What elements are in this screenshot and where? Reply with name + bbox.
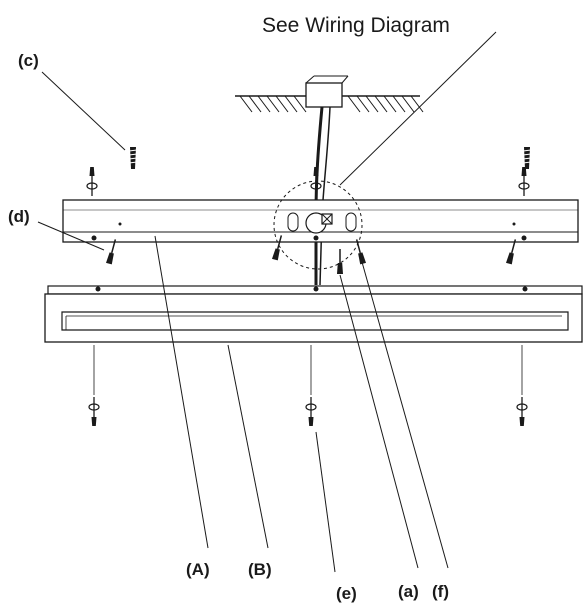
fixture-screw-right xyxy=(516,396,528,427)
leader-lines xyxy=(37,31,497,573)
mounting-bracket xyxy=(62,199,579,243)
fixture-screw-center xyxy=(305,396,317,427)
wall-anchor-right xyxy=(522,146,532,170)
wall-anchor-left xyxy=(128,146,138,170)
label-d: (d) xyxy=(8,207,30,226)
supply-wires xyxy=(314,106,331,286)
label-c: (c) xyxy=(18,51,39,70)
label-e: (e) xyxy=(336,584,357,603)
label-B: (B) xyxy=(248,560,272,579)
alignment-guides xyxy=(93,345,523,395)
wiring-callout-title: See Wiring Diagram xyxy=(262,14,450,37)
label-A: (A) xyxy=(186,560,210,579)
fixture-housing xyxy=(44,285,583,343)
washer-screw-top-right xyxy=(518,166,530,197)
wiring-callout-circle xyxy=(273,180,363,270)
fixture-screw-left xyxy=(88,396,100,427)
washer-screw-top-left xyxy=(86,166,98,197)
junction-box xyxy=(305,75,349,108)
label-f: (f) xyxy=(432,582,449,601)
washer-screw-top-center xyxy=(310,166,322,197)
label-a: (a) xyxy=(398,582,419,601)
